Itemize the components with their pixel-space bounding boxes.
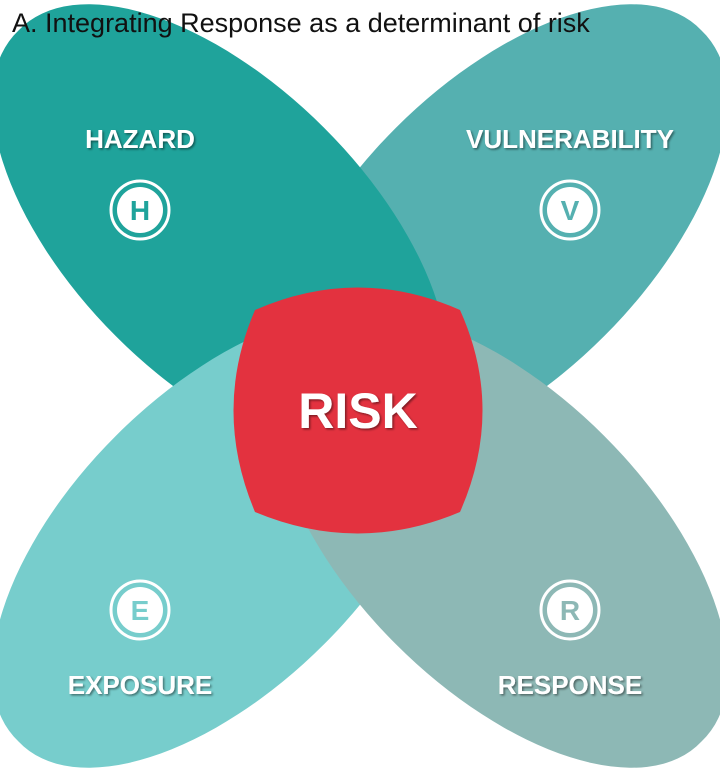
exposure-label: EXPOSURE <box>68 670 213 700</box>
hazard-letter-icon: H <box>109 179 171 241</box>
hazard-label: HAZARD <box>85 124 195 154</box>
exposure-letter-icon: E <box>109 579 171 641</box>
vulnerability-label: VULNERABILITY <box>466 124 674 154</box>
risk-label: RISK <box>298 383 417 439</box>
response-letter-icon: R <box>539 579 601 641</box>
svg-text:E: E <box>131 595 150 626</box>
risk-center-shape <box>233 287 483 534</box>
diagram-title: A. Integrating Response as a determinant… <box>12 8 590 38</box>
svg-text:R: R <box>560 595 580 626</box>
svg-text:H: H <box>130 195 150 226</box>
svg-text:V: V <box>561 195 580 226</box>
response-label: RESPONSE <box>498 670 643 700</box>
vulnerability-letter-icon: V <box>539 179 601 241</box>
